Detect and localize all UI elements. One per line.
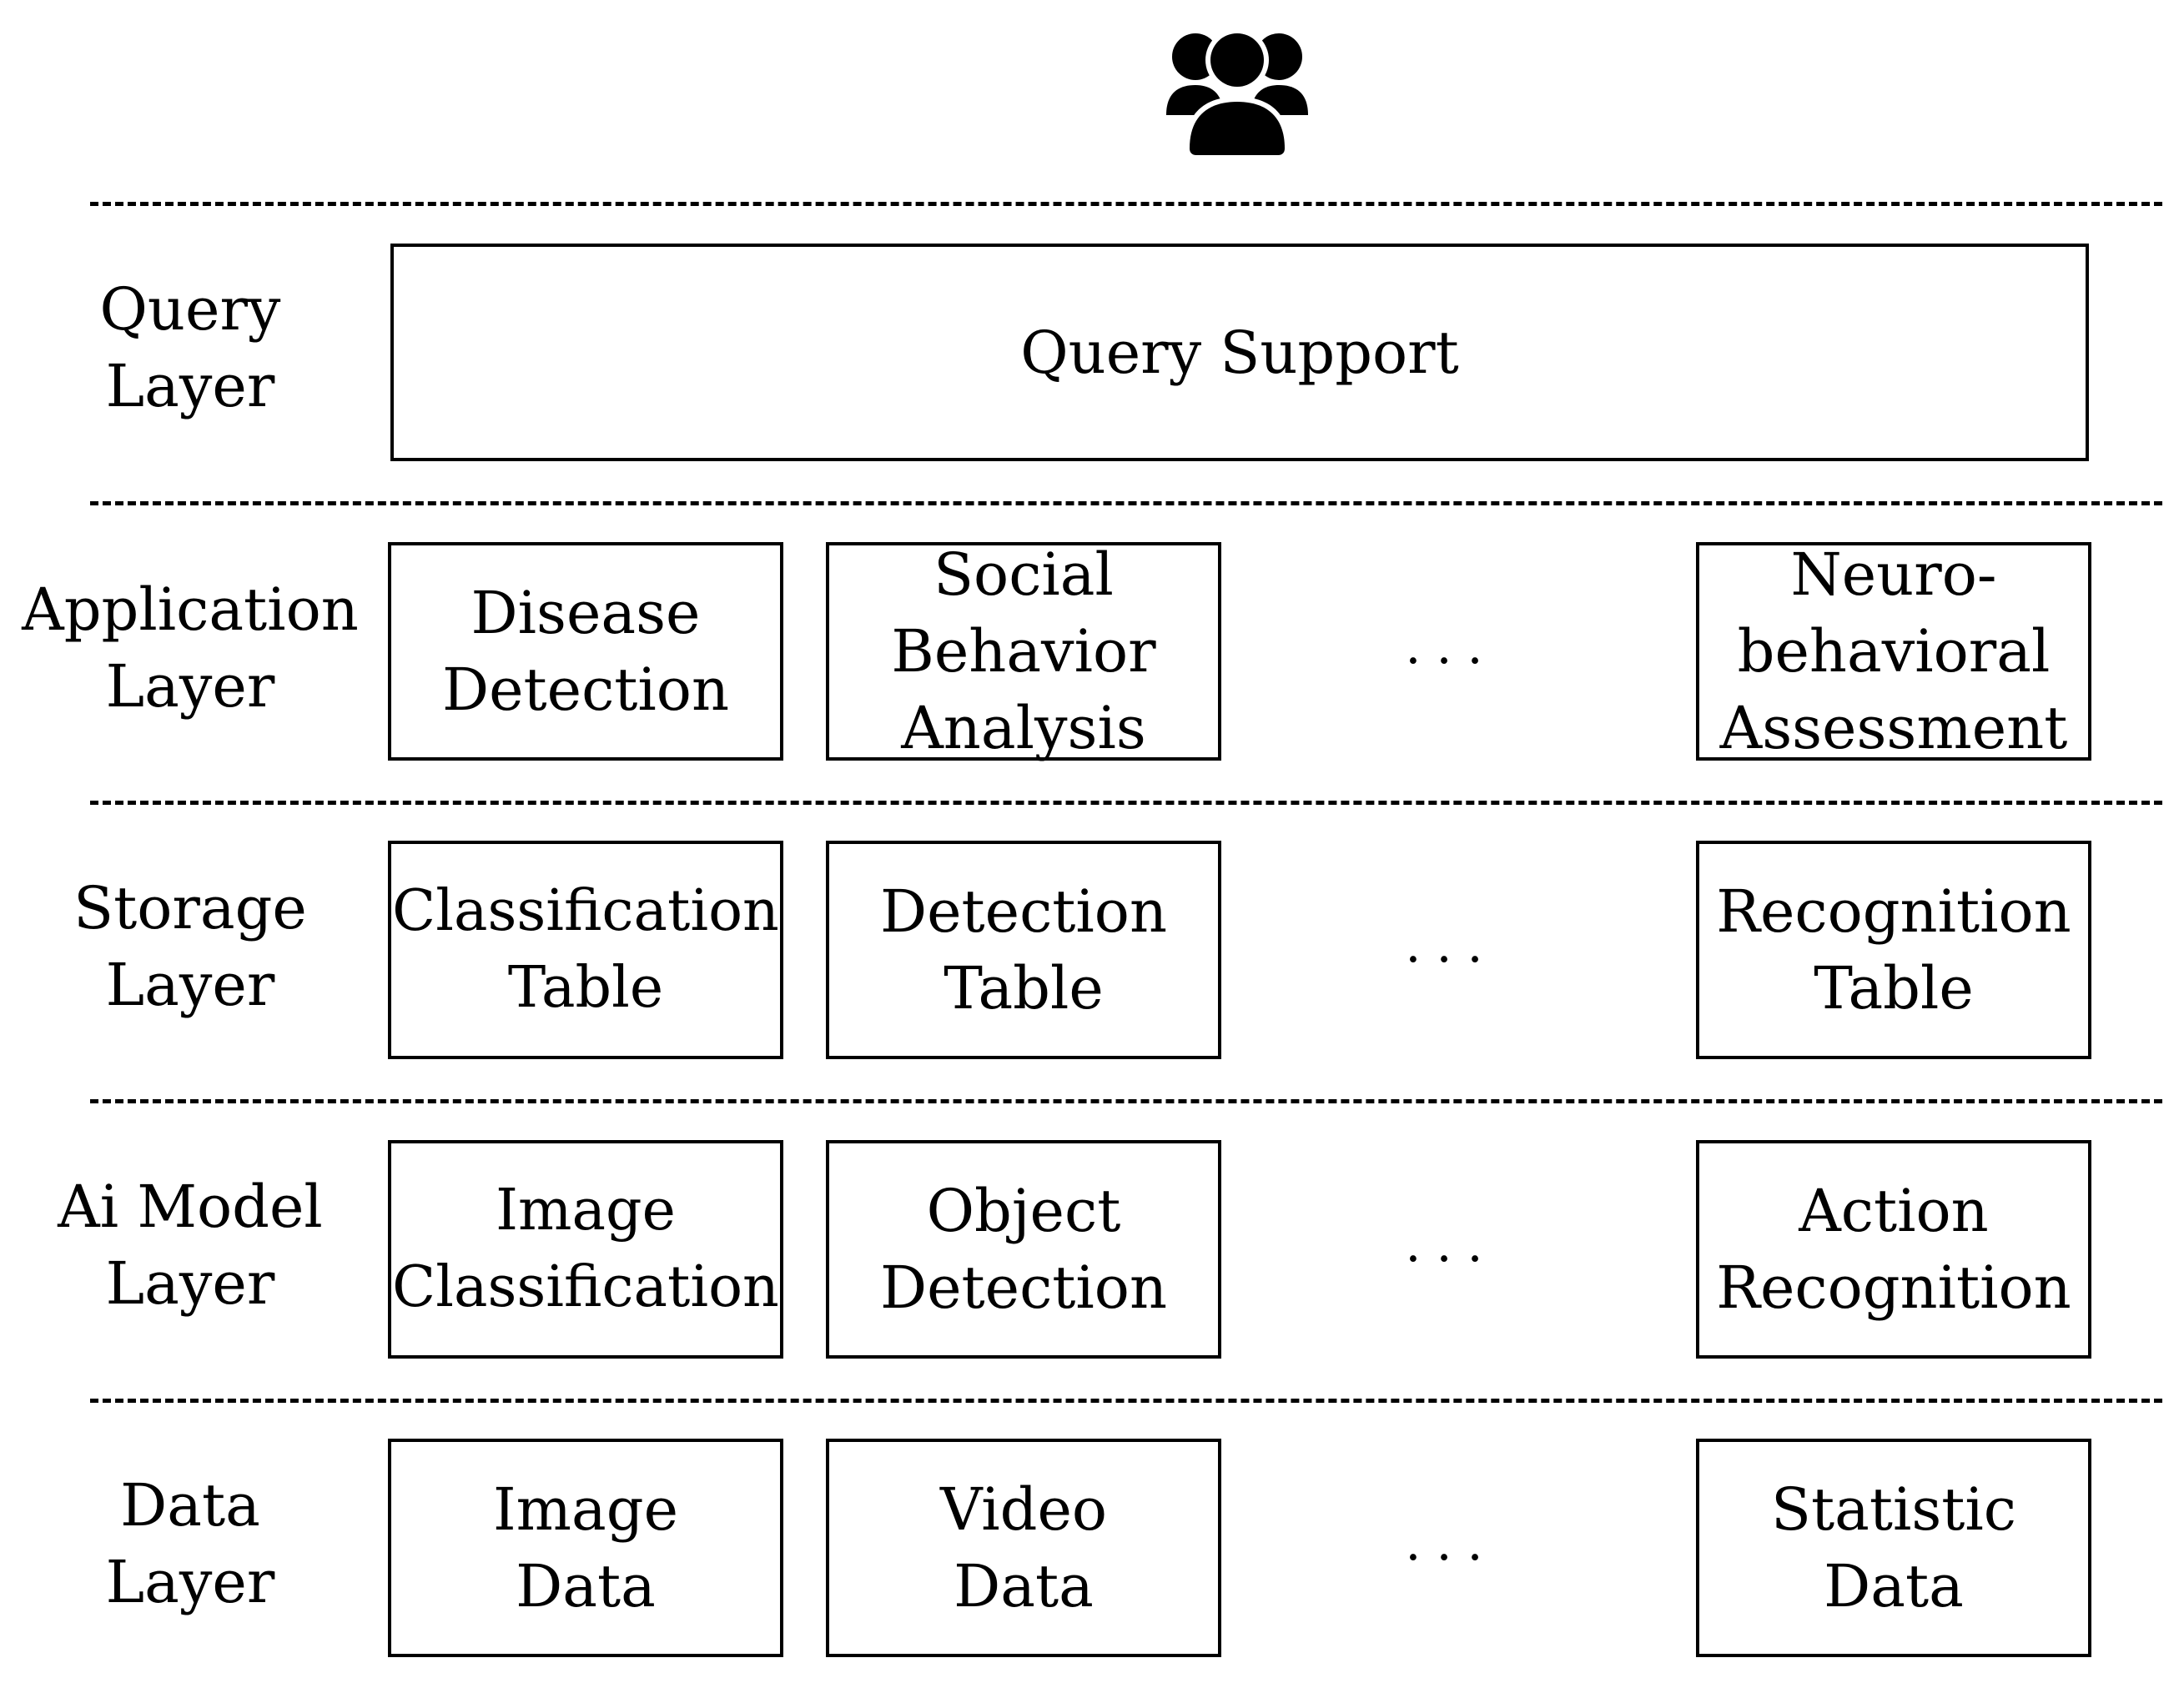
classification-table-box: Classification Table [388,841,783,1059]
storage-ellipsis: ... [1405,916,1498,974]
box-text-line: Action [1799,1177,1989,1245]
ai-model-ellipsis: ... [1405,1215,1498,1274]
divider-application-storage [90,801,2162,805]
detection-table-box: Detection Table [826,841,1221,1059]
box-text-line: Behavior [891,617,1156,686]
box-text-line: Recognition [1716,1253,2071,1322]
query-support-box: Query Support [390,244,2089,461]
box-text-line: Statistic [1771,1475,2016,1544]
layer-label-line: Application [22,575,359,644]
layer-label-line: Storage [73,874,307,942]
social-behavior-analysis-box: Social Behavior Analysis [826,540,1221,762]
disease-detection-box: Disease Detection [388,542,783,761]
query-layer-label: Query Layer [0,269,380,427]
users-group-icon [1166,28,1308,158]
image-data-box: Image Data [388,1439,783,1657]
neurobehavioral-assessment-box: Neuro- behavioral Assessment [1696,540,2091,762]
box-text-line: Table [1814,954,1974,1022]
ai-model-layer-label: Ai Model Layer [0,1166,380,1324]
box-text-line: Neuro- [1790,540,1997,609]
layer-label-line: Layer [105,951,275,1019]
recognition-table-box: Recognition Table [1696,841,2091,1059]
box-text-line: Object [926,1177,1121,1245]
box-text-line: Image [496,1178,676,1243]
box-text-line: Video [939,1475,1108,1544]
divider-ai-data [90,1399,2162,1403]
storage-layer-label: Storage Layer [0,867,380,1026]
box-text-line: Table [944,954,1104,1022]
box-text-line: Detection [879,1253,1168,1322]
application-layer-label: Application Layer [0,569,380,727]
box-text-line: Data [516,1552,656,1620]
divider-query-application [90,501,2162,505]
data-layer-label: Data Layer [0,1464,380,1623]
box-text-line: Detection [879,877,1168,946]
box-text-line: Data [1824,1552,1964,1620]
box-text-line: Query Support [1020,318,1459,387]
layer-label-line: Layer [105,352,275,420]
data-ellipsis: ... [1405,1514,1498,1572]
divider-storage-ai [90,1099,2162,1103]
layer-label-line: Layer [105,1548,275,1616]
box-text-line: Analysis [901,694,1146,762]
divider-top [90,202,2162,206]
box-text-line: Table [507,955,664,1021]
box-text-line: Classification [392,1254,779,1320]
box-text-line: Recognition [1716,877,2071,946]
layer-label-line: Ai Model [58,1173,323,1241]
video-data-box: Video Data [826,1439,1221,1657]
action-recognition-box: Action Recognition [1696,1140,2091,1359]
box-text-line: Data [954,1552,1094,1620]
box-text-line: Disease [471,579,701,647]
box-text-line: behavioral [1737,617,2051,686]
layer-label-line: Layer [105,652,275,721]
layer-label-line: Data [120,1471,260,1540]
statistic-data-box: Statistic Data [1696,1439,2091,1657]
object-detection-box: Object Detection [826,1140,1221,1359]
layer-label-line: Query [99,275,281,344]
box-text-line: Assessment [1719,694,2068,762]
box-text-line: Detection [441,656,730,724]
image-classification-box: Image Classification [388,1140,783,1359]
layer-label-line: Layer [105,1249,275,1318]
box-text-line: Social [933,540,1114,609]
application-ellipsis: ... [1405,617,1498,676]
box-text-line: Image [493,1475,678,1544]
box-text-line: Classification [392,878,779,944]
